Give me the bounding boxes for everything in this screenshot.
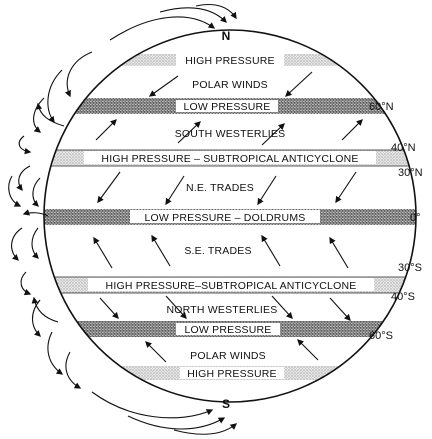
circulation-arrow: [109, 16, 216, 41]
circulation-arrow: [22, 209, 49, 217]
circulation-arrow: [8, 175, 22, 207]
wind-arrow: [297, 339, 319, 361]
wind-arrow: [165, 295, 187, 319]
wind-arrow: [165, 175, 185, 206]
circulation-arrow: [173, 423, 238, 435]
wind-arrow: [97, 171, 121, 204]
circulation-arrow: [65, 351, 82, 389]
lat-label-40s: 40°S: [391, 291, 415, 303]
surface-wind-arrows: [93, 71, 363, 363]
circulation-arrow: [91, 391, 214, 419]
wind-arrow: [329, 297, 351, 321]
pole-label-north: N: [222, 29, 231, 43]
circulation-arrow: [127, 415, 226, 430]
wind-arrow: [285, 71, 313, 97]
wind-label-polar-south: POLAR WINDS: [190, 350, 266, 362]
band-label-south-low: LOW PRESSURE: [185, 324, 272, 336]
circulation-arrow: [195, 3, 237, 20]
wind-label-ne-trades: N.E. TRADES: [186, 182, 254, 194]
wind-arrow: [261, 234, 281, 267]
circulation-arrow: [31, 177, 41, 207]
circulation-arrow: [33, 97, 45, 133]
circulation-arrow: [18, 135, 32, 155]
circulation-arrow: [11, 227, 23, 261]
wind-label-south-westerlies: SOUTH WESTERLIES: [175, 128, 286, 140]
wind-arrow: [93, 236, 113, 269]
wind-arrow: [329, 236, 349, 269]
wind-arrow: [148, 75, 179, 97]
lat-label-60n: 60°N: [369, 101, 394, 113]
wind-arrow: [145, 341, 167, 363]
lat-label-40n: 40°N: [391, 142, 416, 154]
lat-label-30s: 30°S: [398, 262, 422, 274]
circulation-arrow: [47, 331, 64, 375]
lat-label-60s: 60°S: [369, 330, 393, 342]
band-label-north-high: HIGH PRESSURE: [185, 55, 275, 67]
circulation-arrow: [35, 102, 65, 127]
wind-arrow: [341, 119, 363, 141]
pole-label-south: S: [222, 397, 230, 411]
circulation-arrow: [16, 165, 31, 192]
circulation-arrow: [47, 69, 63, 124]
wind-label-north-westerlies: NORTH WESTERLIES: [167, 304, 278, 316]
circulation-arrow: [31, 296, 59, 323]
wind-label-polar-north: POLAR WINDS: [192, 79, 268, 91]
circulation-arrow: [159, 7, 227, 23]
wind-arrow: [95, 119, 117, 141]
band-label-south-high: HIGH PRESSURE: [187, 368, 277, 380]
globe-outline: [43, 29, 417, 403]
band-label-north-low: LOW PRESSURE: [184, 101, 271, 113]
circulation-arrow: [64, 51, 93, 98]
lat-label-30n: 30°N: [398, 167, 423, 179]
wind-arrow: [271, 295, 293, 319]
wind-arrow: [335, 171, 357, 204]
lat-label-equator: 0°: [410, 212, 421, 224]
wind-arrow: [99, 297, 119, 319]
wind-arrow: [257, 175, 277, 206]
wind-label-se-trades: S.E. TRADES: [184, 245, 251, 257]
circulation-arrow: [31, 227, 39, 259]
band-label-equator: LOW PRESSURE – DOLDRUMS: [145, 212, 306, 224]
circulation-arrow: [20, 271, 32, 296]
wind-arrow: [261, 123, 285, 146]
circulation-arrows: [8, 3, 238, 435]
band-label-south-subtropical: HIGH PRESSURE–SUBTROPICAL ANTICYCLONE: [106, 280, 357, 292]
band-label-north-subtropical: HIGH PRESSURE – SUBTROPICAL ANTICYCLONE: [101, 153, 358, 165]
wind-arrow: [177, 121, 201, 144]
wind-arrow: [151, 234, 171, 267]
